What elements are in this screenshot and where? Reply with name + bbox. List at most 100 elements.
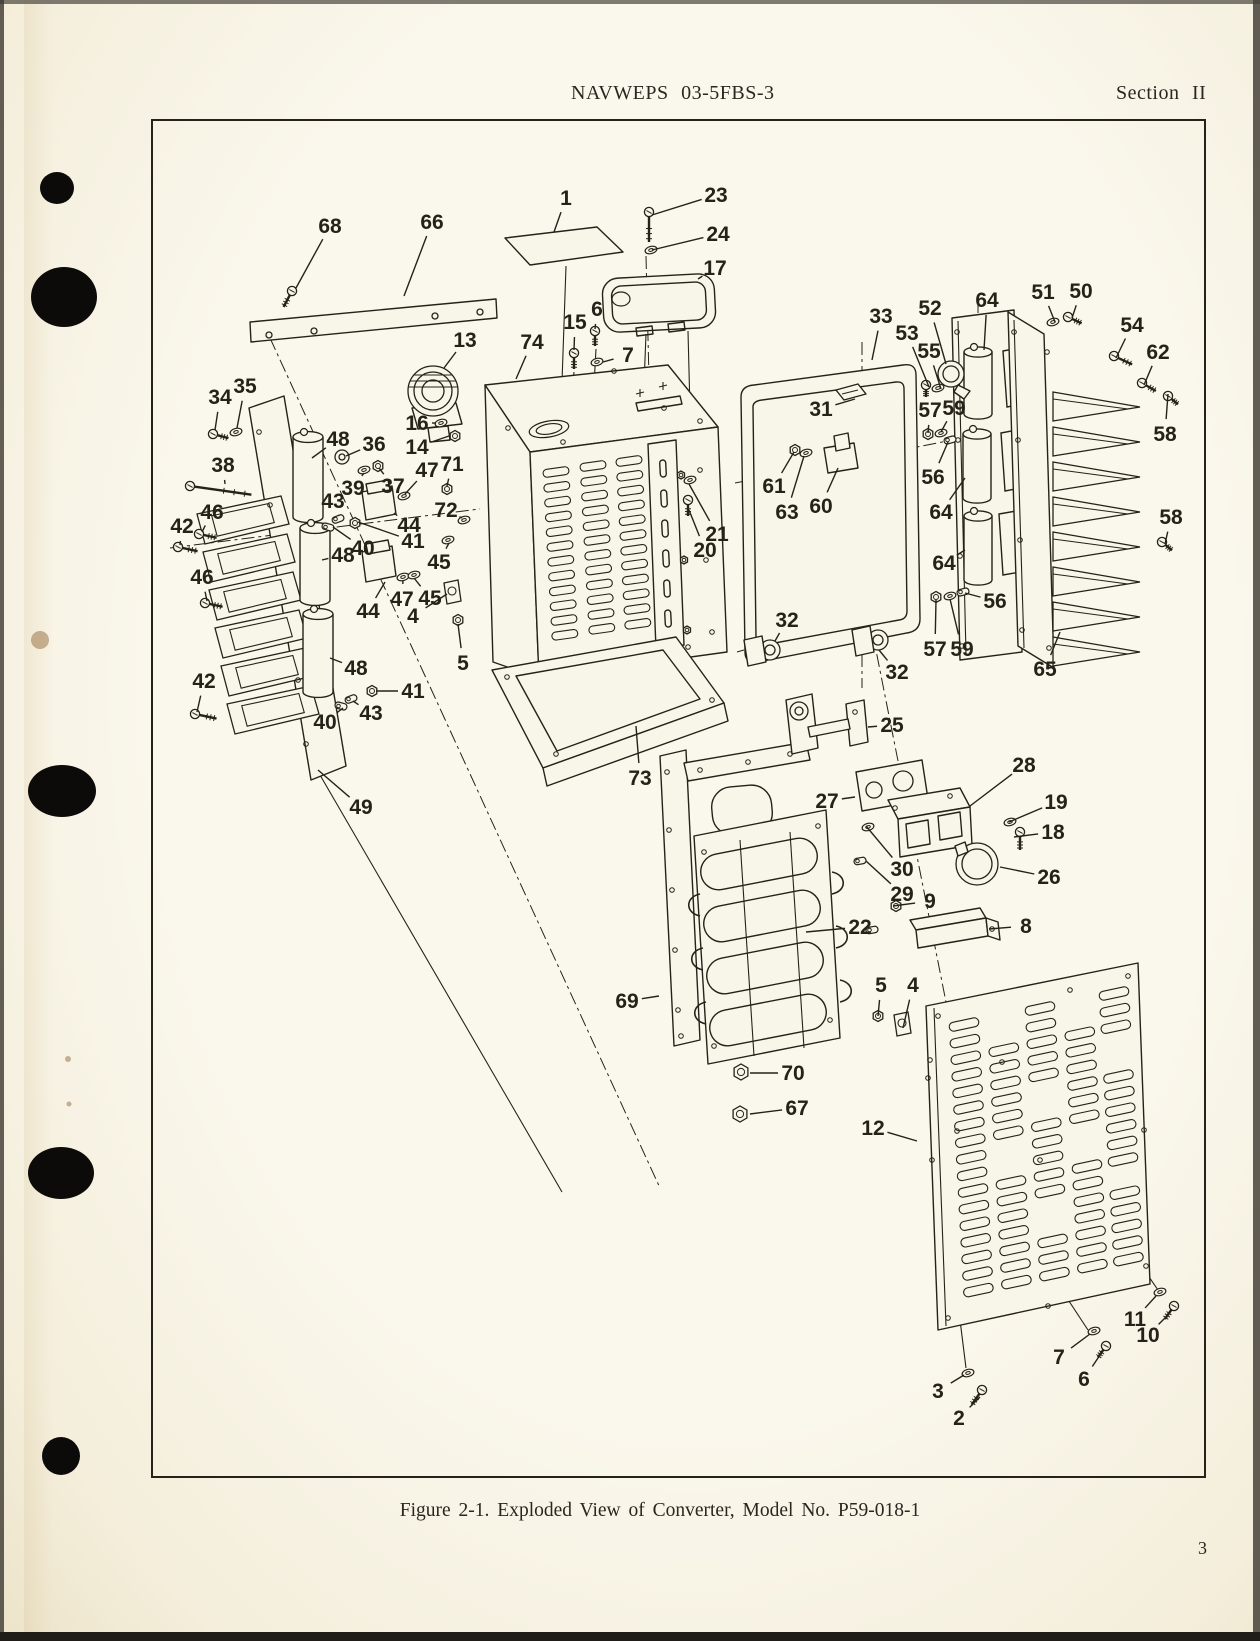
heatsink-fin-line — [1052, 398, 1129, 410]
callout-label: 57 — [923, 638, 946, 661]
louver-slot — [1112, 1235, 1143, 1250]
leader-line — [413, 577, 422, 587]
part-shape — [515, 649, 701, 752]
rivet-hole — [827, 1017, 833, 1023]
louver-slot — [995, 1175, 1027, 1190]
leader-line — [321, 557, 329, 561]
capacitor-48 — [299, 528, 331, 607]
leader-line — [887, 1131, 918, 1142]
part-shape — [865, 781, 883, 799]
louver-slot — [618, 514, 646, 527]
callout-label: 20 — [693, 539, 716, 562]
capacitor-48 — [302, 614, 334, 699]
rivet-hole — [1037, 1157, 1043, 1163]
heatsink-fin-line — [1052, 608, 1129, 620]
callout-label: 58 — [1153, 423, 1177, 446]
heatsink-fin-line — [1052, 643, 1129, 655]
nut — [789, 443, 801, 457]
callout-label: 63 — [775, 501, 798, 524]
rivet-hole — [1141, 1127, 1147, 1133]
louver-slot — [951, 1067, 983, 1082]
callout-label: 73 — [628, 767, 651, 790]
callout-label: 32 — [885, 661, 908, 684]
leader-line — [1165, 393, 1169, 420]
part-shape — [937, 811, 963, 841]
callout-label: 5 — [875, 974, 887, 997]
nut-hole — [678, 472, 684, 478]
leader-line — [1071, 305, 1077, 319]
callout-label: 19 — [1044, 791, 1067, 814]
nut — [922, 427, 934, 441]
louver-slot — [585, 563, 613, 576]
leader-line — [841, 796, 856, 800]
callout-label: 62 — [1146, 341, 1169, 364]
louver-slot — [954, 1133, 986, 1148]
leader-line — [345, 449, 361, 457]
part-shape — [365, 539, 391, 555]
louver-slot — [579, 460, 607, 472]
heatsink-channel-inner — [223, 578, 287, 613]
louver-slot — [958, 1199, 990, 1215]
part-shape — [752, 381, 908, 646]
heatsink-channel-inner — [229, 616, 293, 651]
figure-border — [151, 119, 1206, 1478]
clamp-hole — [897, 1018, 907, 1028]
louver-slot — [962, 1266, 993, 1281]
louver-slot — [1064, 1026, 1096, 1041]
part-shape — [954, 841, 969, 857]
louver-slot — [1038, 1250, 1069, 1265]
callout-label: 43 — [321, 490, 344, 513]
part-shape — [664, 609, 672, 628]
screw-thread — [1150, 385, 1154, 392]
wire-hook — [835, 925, 849, 949]
rivet-hole — [669, 887, 675, 893]
callout-label: 45 — [418, 587, 442, 610]
leader-line — [332, 526, 352, 540]
header-section: Section II — [1116, 82, 1207, 104]
callout-label: 13 — [453, 329, 476, 352]
part-shape — [659, 459, 667, 478]
rivet-hole — [999, 1059, 1005, 1065]
louver-slot — [581, 504, 609, 517]
screw-thread — [1165, 543, 1170, 550]
washer-hole — [401, 494, 407, 498]
screw-thread — [284, 297, 291, 302]
washer — [1153, 1287, 1167, 1297]
rivet-hole — [945, 1315, 951, 1321]
callout-label: 64 — [975, 289, 999, 312]
louver-slot — [1034, 1183, 1066, 1199]
part-shape — [542, 702, 729, 787]
callout-label: 21 — [705, 523, 729, 546]
callout-label: 65 — [1033, 658, 1057, 681]
centerline — [269, 337, 661, 1189]
part-shape — [338, 453, 346, 461]
screw-slot — [289, 289, 295, 293]
nut — [682, 625, 692, 635]
callout-label: 36 — [362, 433, 385, 456]
wire-hook — [687, 893, 701, 917]
louver-slot — [582, 519, 610, 532]
callout-label: 2 — [953, 1407, 965, 1430]
punch-hole-mark — [42, 1437, 80, 1475]
screw-thread — [209, 714, 212, 721]
leader-line — [969, 1396, 981, 1408]
part-shape — [660, 489, 668, 508]
screw-slot — [196, 532, 202, 536]
screw-thread — [1147, 384, 1152, 391]
part-shape — [683, 741, 811, 782]
screw-thread — [1073, 317, 1078, 324]
callout-label: 70 — [781, 1062, 804, 1085]
leader-line — [877, 999, 881, 1017]
leader-line — [956, 549, 966, 556]
callout-label: 44 — [356, 600, 380, 623]
bracket-25 — [845, 699, 869, 747]
leader-line — [635, 725, 640, 764]
screw-slot — [1111, 354, 1117, 358]
washer — [644, 245, 658, 255]
screw-slot — [571, 351, 577, 355]
terminal-lug-hole — [867, 927, 872, 933]
leader-line — [871, 330, 879, 361]
washer-hole — [1157, 1290, 1163, 1294]
leader-line — [1091, 1351, 1103, 1367]
rivet-hole — [701, 849, 707, 855]
